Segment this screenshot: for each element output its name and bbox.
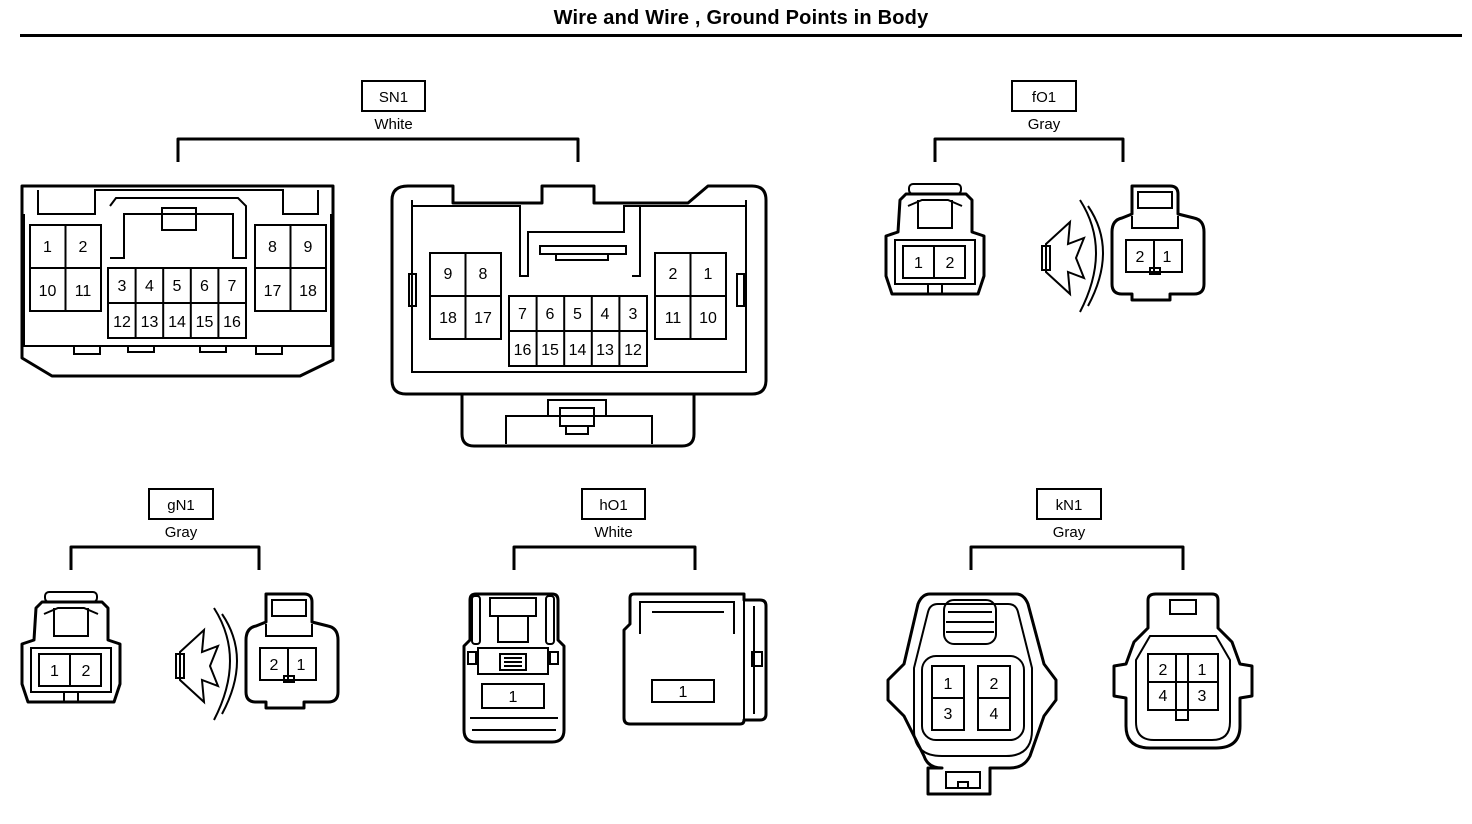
pin-number: 1 <box>914 255 923 272</box>
pin-number: 3 <box>629 306 638 323</box>
pin-number: 8 <box>268 239 277 256</box>
sn1-color: White <box>374 116 412 133</box>
fo1-color: Gray <box>1028 116 1061 133</box>
pin-number: 1 <box>50 663 59 680</box>
pin-number: 7 <box>228 278 237 295</box>
pin-number: 1 <box>1163 249 1172 266</box>
gn1-color: Gray <box>165 524 198 541</box>
pin-number: 3 <box>1198 688 1207 705</box>
pin-number: 1 <box>43 239 52 256</box>
pin-number: 4 <box>1159 688 1168 705</box>
pin-number: 5 <box>573 306 582 323</box>
gn1-bracket <box>69 545 261 570</box>
pin-number: 4 <box>145 278 154 295</box>
pin-number: 2 <box>669 266 678 283</box>
sn1-label: SN1 White <box>176 80 580 162</box>
pin-number: 3 <box>944 706 953 723</box>
sn1-code: SN1 <box>379 89 408 106</box>
pin-number: 1 <box>297 657 306 674</box>
pin-number: 6 <box>546 306 555 323</box>
connector-gn1: gN1 Gray 1 2 2 1 <box>20 488 340 721</box>
connector-sn1: SN1 White 1 2 10 1 <box>20 80 768 448</box>
pin-number: 17 <box>264 283 282 300</box>
fo1-code: fO1 <box>1032 89 1056 106</box>
kn1-male: 2 1 4 3 <box>1112 592 1254 750</box>
gn1-female: 1 2 <box>20 591 122 704</box>
pin-number: 3 <box>118 278 127 295</box>
pin-number: 5 <box>173 278 182 295</box>
sn1-bracket <box>176 137 580 162</box>
pin-number: 17 <box>474 310 492 327</box>
pin-number: 9 <box>444 266 453 283</box>
pin-number: 2 <box>1136 249 1145 266</box>
pin-number: 16 <box>514 342 532 359</box>
pin-number: 15 <box>541 342 559 359</box>
fo1-bracket <box>933 137 1125 162</box>
ho1-female: 1 <box>462 592 566 744</box>
kn1-code: kN1 <box>1056 497 1083 514</box>
gn1-code: gN1 <box>167 497 195 514</box>
pin-number: 4 <box>601 306 610 323</box>
pin-number: 4 <box>990 706 999 723</box>
pin-number: 1 <box>679 684 688 701</box>
kn1-female: 1 2 3 4 <box>886 592 1058 796</box>
pin-number: 10 <box>39 283 57 300</box>
ho1-code: hO1 <box>599 497 627 514</box>
pin-number: 12 <box>624 342 642 359</box>
fo1-female: 1 2 <box>884 183 986 296</box>
pin-number: 2 <box>82 663 91 680</box>
title-rule <box>20 34 1462 37</box>
pin-number: 14 <box>168 314 186 331</box>
pin-number: 2 <box>79 239 88 256</box>
page-title: Wire and Wire , Ground Points in Body <box>553 7 929 29</box>
pin-number: 2 <box>270 657 279 674</box>
pin-number: 16 <box>223 314 241 331</box>
pin-number: 2 <box>946 255 955 272</box>
pin-number: 13 <box>596 342 614 359</box>
kn1-color: Gray <box>1053 524 1086 541</box>
ho1-bracket <box>512 545 697 570</box>
pin-number: 1 <box>1198 662 1207 679</box>
pin-number: 9 <box>304 239 313 256</box>
fo1-male: 2 1 <box>1041 184 1206 313</box>
gn1-male: 2 1 <box>175 592 340 721</box>
pin-number: 6 <box>200 278 209 295</box>
pin-number: 13 <box>141 314 159 331</box>
pin-number: 7 <box>518 306 527 323</box>
pin-number: 14 <box>569 342 587 359</box>
pin-number: 8 <box>479 266 488 283</box>
pin-number: 10 <box>699 310 717 327</box>
connector-ho1: hO1 White 1 <box>462 488 768 744</box>
pin-number: 1 <box>944 676 953 693</box>
pin-number: 2 <box>990 676 999 693</box>
connector-fo1: fO1 Gray 1 2 2 1 <box>884 80 1206 313</box>
sn1-male-pins: 9 8 18 17 7 6 5 4 3 16 15 14 13 12 2 1 <box>429 252 727 367</box>
pin-number: 11 <box>665 310 682 327</box>
pin-number: 12 <box>113 314 131 331</box>
pin-number: 1 <box>509 689 518 706</box>
pin-number: 11 <box>75 283 92 300</box>
ho1-male: 1 <box>622 592 768 726</box>
ho1-color: White <box>594 524 632 541</box>
pin-number: 2 <box>1159 662 1168 679</box>
pin-number: 18 <box>439 310 457 327</box>
sn1-female-pins: 1 2 10 11 3 4 5 6 7 12 13 14 15 16 8 <box>29 224 327 339</box>
sn1-male-housing <box>390 184 768 448</box>
sn1-female-housing <box>20 184 335 378</box>
pin-number: 18 <box>299 283 317 300</box>
pin-number: 15 <box>196 314 214 331</box>
connector-kn1: kN1 Gray 1 2 3 4 <box>886 488 1254 796</box>
kn1-bracket <box>969 545 1185 570</box>
pin-number: 1 <box>704 266 713 283</box>
